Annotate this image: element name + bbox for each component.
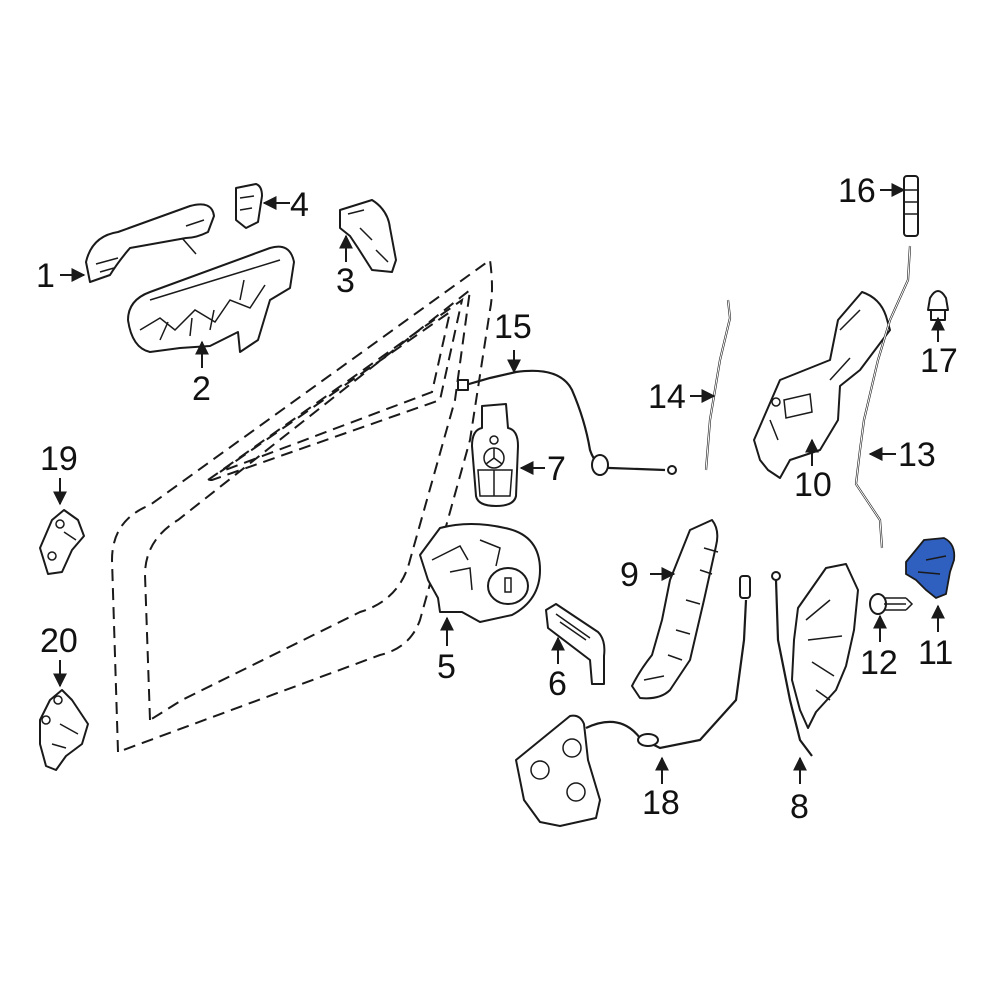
callout-1[interactable]: 1	[36, 257, 55, 295]
part-9-inner-handle[interactable]	[631, 519, 719, 700]
part-19-hinge[interactable]	[39, 509, 85, 575]
callout-5[interactable]: 5	[437, 648, 456, 686]
leader-arrows	[53, 183, 945, 784]
part-13-rod[interactable]	[854, 245, 912, 549]
part-8-lock-actuator[interactable]	[771, 563, 859, 757]
callout-8[interactable]: 8	[790, 788, 809, 826]
part-7-key-fob[interactable]	[471, 403, 519, 507]
part-3-bracket[interactable]	[339, 199, 397, 273]
part-14-rod[interactable]	[704, 299, 732, 471]
callout-16[interactable]: 16	[838, 172, 876, 210]
part-2-handle-carrier[interactable]	[127, 245, 295, 353]
callout-20[interactable]: 20	[40, 622, 78, 660]
callout-17[interactable]: 17	[920, 342, 958, 380]
part-20-hinge[interactable]	[39, 689, 89, 771]
callout-19[interactable]: 19	[40, 440, 78, 478]
door-frame-outline	[110, 258, 493, 754]
callout-15[interactable]: 15	[494, 308, 532, 346]
part-15-cable[interactable]	[457, 369, 677, 476]
callout-10[interactable]: 10	[794, 466, 832, 504]
part-11-striker[interactable]	[905, 537, 956, 600]
callout-13[interactable]: 13	[898, 436, 936, 474]
part-6-lever[interactable]	[545, 603, 606, 685]
callout-9[interactable]: 9	[620, 556, 639, 594]
callout-4[interactable]: 4	[290, 186, 309, 224]
callout-2[interactable]: 2	[192, 370, 211, 408]
callout-18[interactable]: 18	[642, 784, 680, 822]
part-12-screw[interactable]	[869, 593, 914, 615]
part-5-lock-cylinder-housing[interactable]	[419, 523, 541, 623]
callout-12[interactable]: 12	[860, 644, 898, 682]
part-4-cap[interactable]	[235, 183, 263, 229]
callout-14[interactable]: 14	[648, 378, 686, 416]
callout-7[interactable]: 7	[547, 450, 566, 488]
callout-labels: 1 2 3 4 5 6 7 8 9 10 11 12 13 14 15 16 1…	[36, 172, 958, 826]
callout-11[interactable]: 11	[918, 634, 953, 672]
part-1-outer-handle[interactable]	[85, 203, 215, 283]
part-17-clip[interactable]	[927, 290, 949, 321]
callout-3[interactable]: 3	[336, 262, 355, 300]
callout-6[interactable]: 6	[548, 665, 567, 703]
part-10-cover[interactable]	[753, 291, 891, 479]
part-16-pin[interactable]	[903, 175, 919, 237]
part-18-release-module[interactable]	[515, 575, 751, 827]
